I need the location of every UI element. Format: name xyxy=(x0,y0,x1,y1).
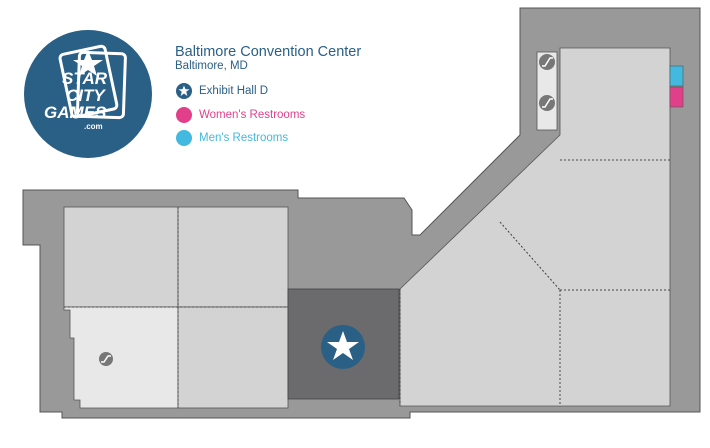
room-left-bottom-2 xyxy=(177,306,289,409)
legend-label-exhibit-hall: Exhibit Hall D xyxy=(199,85,269,97)
venue-location: Baltimore, MD xyxy=(175,60,248,72)
mens-restroom-dot-icon xyxy=(176,130,192,146)
exhibit-hall-star-icon xyxy=(321,325,365,369)
star-icon xyxy=(176,83,192,99)
svg-text:GAMES: GAMES xyxy=(44,103,107,122)
room-left-top-2 xyxy=(177,206,289,308)
venue-name: Baltimore Convention Center xyxy=(175,44,362,60)
mens-restroom-marker[interactable] xyxy=(669,65,684,87)
svg-text:CITY: CITY xyxy=(66,86,106,105)
escalator-icon xyxy=(539,95,555,111)
svg-text:STAR: STAR xyxy=(62,69,108,88)
svg-text:.com: .com xyxy=(84,122,103,131)
legend-label-womens: Women's Restrooms xyxy=(199,109,306,121)
escalator-room xyxy=(536,51,558,131)
room-left-top-1 xyxy=(63,206,179,308)
legend-item-womens: Women's Restrooms xyxy=(176,107,305,123)
legend-item-mens: Men's Restrooms xyxy=(176,130,288,146)
legend-label-mens: Men's Restrooms xyxy=(199,132,289,144)
womens-restroom-dot-icon xyxy=(176,107,192,123)
legend-item-exhibit-hall: Exhibit Hall D xyxy=(176,83,268,99)
escalator-icon xyxy=(539,54,555,70)
escalator-icon xyxy=(99,352,113,366)
room-left-bottom-1 xyxy=(63,306,179,409)
womens-restroom-marker[interactable] xyxy=(669,86,684,108)
starcitygames-logo: STAR CITY GAMES .com xyxy=(24,30,152,158)
